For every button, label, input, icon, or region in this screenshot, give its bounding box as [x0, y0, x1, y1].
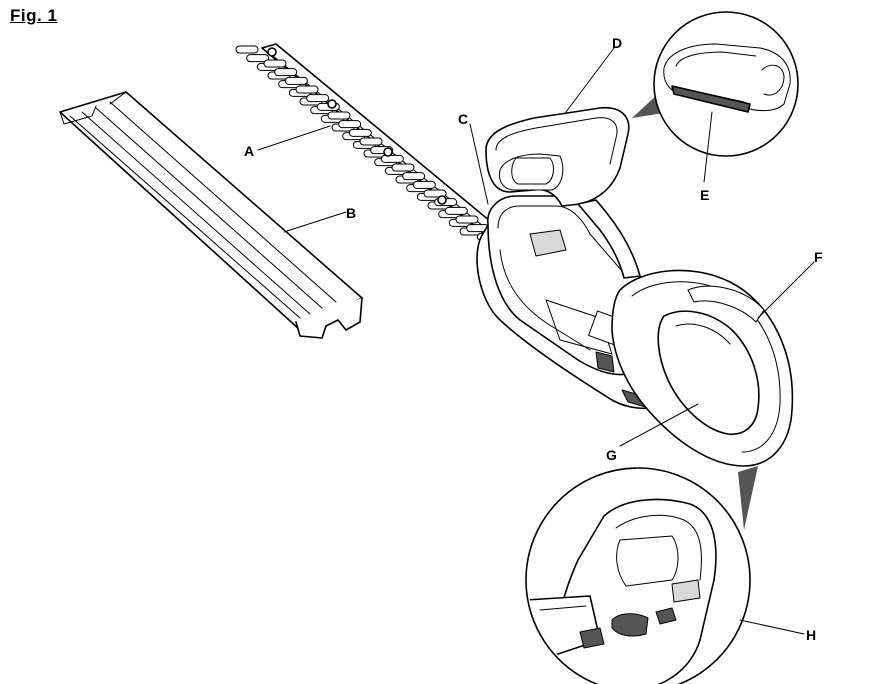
- leader-lines: [257, 47, 815, 635]
- blade-tooth: [295, 85, 319, 94]
- front-handle: [611, 269, 794, 467]
- blade-tooth: [402, 172, 426, 181]
- callout-g: G: [606, 447, 617, 463]
- blade-tooth: [359, 137, 383, 146]
- callout-d: D: [612, 35, 622, 51]
- callout-f: F: [814, 249, 823, 265]
- blade-tooth: [284, 76, 308, 85]
- trimmer-blade: [235, 43, 511, 250]
- callout-e: E: [700, 187, 709, 203]
- blade-tooth: [423, 189, 447, 198]
- blade-tooth: [348, 128, 372, 137]
- blade-tooth: [391, 163, 415, 172]
- blade-scabbard: [59, 91, 363, 339]
- top-handle: [485, 107, 641, 279]
- detail-circle-front-handle: [525, 466, 758, 684]
- blade-tooth: [380, 154, 404, 163]
- blade-tooth: [235, 45, 259, 54]
- blade-tooth: [246, 54, 270, 63]
- blade-tooth: [327, 111, 351, 120]
- blade-tooth: [338, 120, 362, 129]
- callout-h: H: [806, 627, 816, 643]
- callout-c: C: [458, 111, 468, 127]
- detail-circle-top-handle: [632, 11, 799, 157]
- figure-title: Fig. 1: [10, 6, 58, 25]
- callout-a: A: [244, 143, 254, 159]
- blade-tooth: [263, 59, 287, 68]
- blade-tooth: [444, 206, 468, 215]
- blade-tooth: [306, 94, 330, 103]
- blade-tooth: [274, 68, 298, 77]
- blade-tooth: [455, 215, 479, 224]
- callout-labels: A B C D E F G H: [244, 35, 823, 643]
- callout-b: B: [346, 205, 356, 221]
- blade-tooth: [412, 180, 436, 189]
